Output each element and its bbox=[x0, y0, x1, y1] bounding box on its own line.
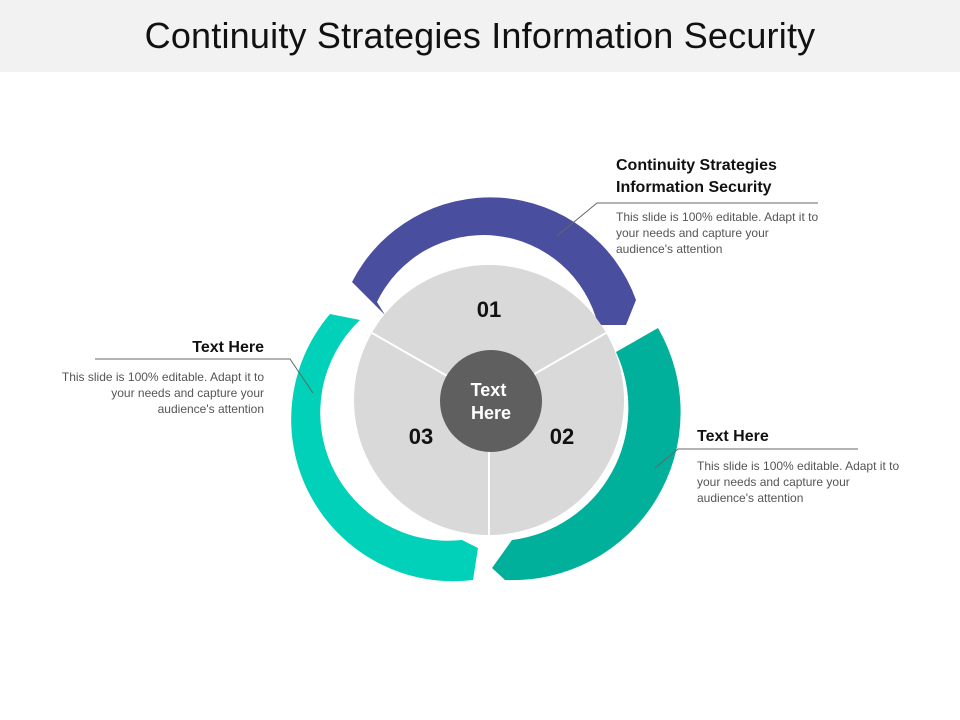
callout-03-desc: This slide is 100% editable. Adapt it to… bbox=[61, 370, 264, 416]
segment-number-03: 03 bbox=[409, 424, 433, 449]
slide-header: Continuity Strategies Information Securi… bbox=[0, 0, 960, 72]
slide-title: Continuity Strategies Information Securi… bbox=[144, 15, 816, 56]
callout-leader-03 bbox=[95, 358, 314, 394]
callout-02-desc: This slide is 100% editable. Adapt it to… bbox=[697, 459, 900, 505]
callout-01-desc: This slide is 100% editable. Adapt it to… bbox=[616, 210, 819, 256]
callout-01-title: Continuity Strategies Information Securi… bbox=[616, 157, 777, 196]
callout-03: Text Here This slide is 100% editable. A… bbox=[60, 337, 264, 417]
callout-02: Text Here This slide is 100% editable. A… bbox=[697, 426, 902, 506]
arc-03 bbox=[291, 314, 478, 582]
callout-01: Continuity Strategies Information Securi… bbox=[616, 155, 821, 257]
callout-leader-02 bbox=[654, 448, 858, 469]
arc-02 bbox=[492, 328, 681, 581]
callout-03-title: Text Here bbox=[192, 339, 264, 356]
segment-number-02: 02 bbox=[550, 424, 574, 449]
segment-number-01: 01 bbox=[477, 297, 501, 322]
center-disc bbox=[440, 350, 542, 452]
center-label: Text Here bbox=[471, 380, 512, 423]
callout-02-title: Text Here bbox=[697, 428, 769, 445]
callout-leader-01 bbox=[556, 202, 818, 237]
